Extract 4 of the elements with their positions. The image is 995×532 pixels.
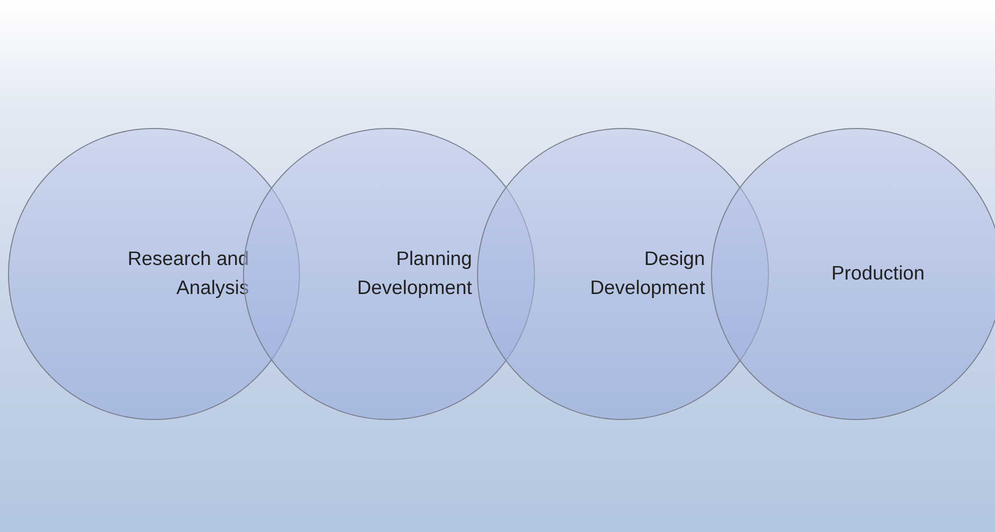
stage-label: Production <box>830 262 926 286</box>
stage-label: Research and Analysis <box>126 247 249 301</box>
stage-label: Planning Development <box>356 247 472 301</box>
stage-label: Design Development <box>589 247 705 301</box>
